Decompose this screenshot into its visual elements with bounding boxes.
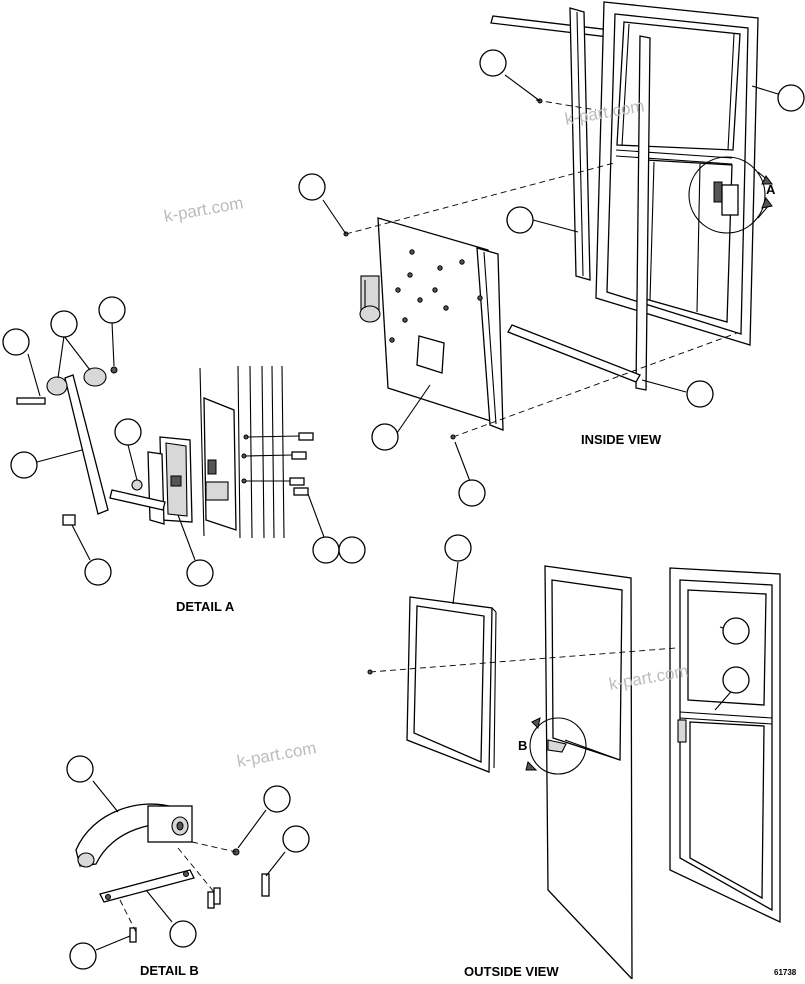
- callout-circle: [263, 785, 291, 813]
- callout-circle: [98, 296, 126, 324]
- detail-a-arm: [16, 366, 143, 526]
- callout-circle: [722, 617, 750, 645]
- callout-circle: [506, 206, 534, 234]
- outside-view-label: OUTSIDE VIEW: [464, 964, 559, 979]
- callout-circle: [686, 380, 714, 408]
- callout-circle: [458, 479, 486, 507]
- watermark: k-part.com: [162, 193, 244, 226]
- callout-circle: [338, 536, 366, 564]
- callout-circle: [777, 84, 805, 112]
- detail-a-circle: [688, 156, 773, 234]
- callout-circle: [50, 310, 78, 338]
- inside-door-panel: [359, 217, 504, 431]
- outside-view-assembly: B OUTSIDE VIEW: [367, 534, 781, 981]
- detail-a-screws: [241, 432, 314, 496]
- callout-circle: [479, 49, 507, 77]
- callout-circle: [114, 418, 142, 446]
- bottom-sash-rail: [507, 324, 641, 383]
- inside-view-assembly: A INSIDE VIEW: [298, 1, 805, 507]
- callout-circle: [444, 534, 472, 562]
- detail-a-label: DETAIL A: [176, 599, 235, 614]
- figure-number: 61738: [774, 968, 797, 977]
- detail-b-label: DETAIL B: [140, 963, 199, 978]
- latch-block: [109, 436, 193, 525]
- inside-view-label: INSIDE VIEW: [581, 432, 662, 447]
- detail-b-assembly: DETAIL B: [66, 755, 310, 978]
- glass-frame: [406, 596, 497, 773]
- outside-window-frame: [669, 567, 781, 924]
- window-frame: [595, 1, 759, 346]
- sash-side-bar: [635, 35, 651, 391]
- callout-circle: [169, 920, 197, 948]
- callout-circle: [722, 666, 750, 694]
- callout-circle: [282, 825, 310, 853]
- callout-circle: [312, 536, 340, 564]
- handle-strap: [99, 869, 195, 903]
- detail-a-assembly: DETAIL A: [2, 296, 366, 614]
- callout-circle: [371, 423, 399, 451]
- callout-circle: [84, 558, 112, 586]
- callout-circle: [69, 942, 97, 970]
- handle-bracket: [75, 803, 193, 868]
- callout-circle: [66, 755, 94, 783]
- callout-circle: [298, 173, 326, 201]
- outside-door-skin: [525, 565, 633, 981]
- hinge-strip: [569, 7, 591, 281]
- detail-b-marker: B: [518, 738, 527, 753]
- callout-circle: [186, 559, 214, 587]
- detail-a-marker: A: [766, 182, 776, 197]
- callout-circle: [10, 451, 38, 479]
- watermark: k-part.com: [235, 738, 317, 771]
- callout-circle: [2, 328, 30, 356]
